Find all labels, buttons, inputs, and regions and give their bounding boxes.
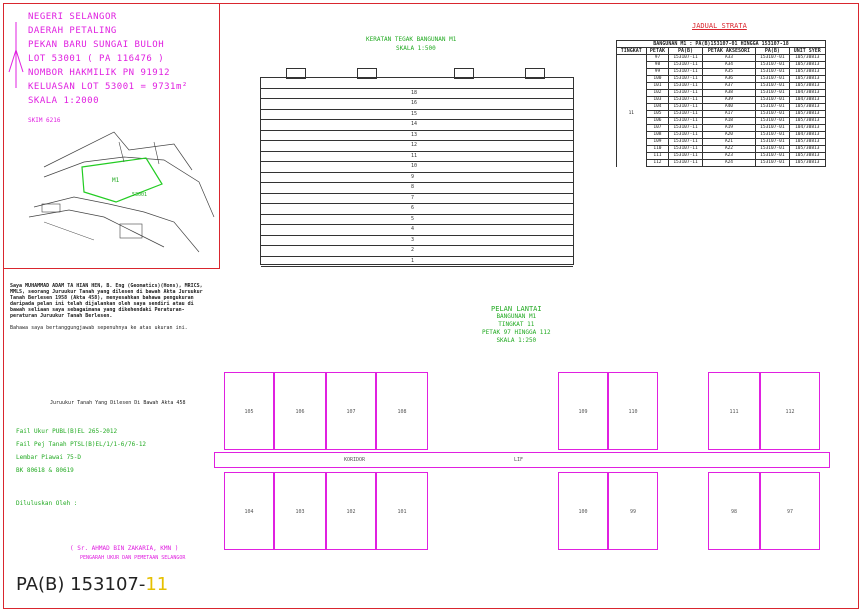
unit-101: 101	[376, 472, 428, 550]
strata-heading: JADUAL STRATA	[692, 22, 747, 30]
north-arrow-icon	[8, 22, 24, 88]
elevation-section: KERATAN TEGAK BANGUNAN M1 SKALA 1:500 18…	[230, 30, 590, 270]
skim-text: SKIM 6216	[28, 117, 61, 124]
floor-number: 13	[411, 131, 418, 138]
unit-104: 104	[224, 472, 274, 550]
floor-line	[261, 140, 573, 142]
floor-number: 18	[411, 90, 418, 96]
strata-table: BANGUNAN M1 : PA(B)153107-01 HINGGA 1531…	[616, 40, 827, 167]
floor-number: 10	[411, 163, 418, 170]
unit-108: 108	[376, 372, 428, 450]
lot-text: LOT 53001 ( PA 116476 )	[28, 54, 165, 64]
elevation-scale: SKALA 1:500	[396, 45, 436, 52]
floor-number: 16	[411, 100, 418, 107]
floor-number: 5	[411, 215, 415, 222]
certification-panel: Saya MUHAMMAD ADAM TA HIAN HEN, B. Eng (…	[10, 283, 205, 331]
unit-98: 98	[708, 472, 760, 550]
floor-line	[261, 192, 573, 194]
reference-list: Fail Ukur PUBL(B)EL 265-2012 Fail Pej Ta…	[16, 428, 147, 474]
town-text: PEKAN BARU SUNGAI BULOH	[28, 40, 165, 50]
floor-line	[261, 161, 573, 163]
location-panel: NEGERI SELANGOR DAERAH PETALING PEKAN BA…	[3, 3, 220, 269]
state-text: NEGERI SELANGOR	[28, 12, 117, 22]
floor-number: 4	[411, 226, 415, 233]
unit-111: 111	[708, 372, 760, 450]
unit-103: 103	[274, 472, 326, 550]
certification-confirm: Bahawa saya bertanggungjawab sepenuhnya …	[10, 325, 188, 331]
corridor-label: KORIDOR	[344, 457, 366, 463]
floor-line	[261, 129, 573, 131]
floor-line	[261, 182, 573, 184]
floor-number: 11	[411, 152, 418, 159]
signature-line: Juruukur Tanah Yang Dilesen Di Bawah Akt…	[50, 400, 186, 406]
officer-title: PENGARAH UKUR DAN PEMETAAN SELANGOR	[80, 555, 186, 561]
building-label: M1	[112, 177, 120, 184]
floor-line	[261, 108, 573, 110]
floor-number: 8	[411, 184, 415, 191]
officer-name: ( Sr. AHMAD BIN ZAKARIA, KMN )	[70, 545, 179, 552]
floor-line	[261, 203, 573, 205]
floor-number: 14	[411, 121, 418, 128]
unit-112: 112	[760, 372, 820, 450]
floor-line	[261, 98, 573, 100]
floor-number: 1	[411, 257, 415, 264]
unit-97: 97	[760, 472, 820, 550]
district-text: DAERAH PETALING	[28, 26, 117, 36]
unit-102: 102	[326, 472, 376, 550]
floor-number: 9	[411, 173, 415, 180]
floor-number: 7	[411, 194, 415, 201]
unit-100: 100	[558, 472, 608, 550]
floor-line	[261, 255, 573, 257]
unit-110: 110	[608, 372, 658, 450]
unit-105: 105	[224, 372, 274, 450]
unit-99: 99	[608, 472, 658, 550]
floor-line	[261, 234, 573, 236]
footer-code: PA(B) 153107-11	[16, 574, 169, 595]
area-text: KELUASAN LOT 53001 = 9731m²	[28, 82, 188, 92]
floor-number: 3	[411, 236, 415, 243]
floor-plan-title: PELAN LANTAI BANGUNAN M1 TINGKAT 11 PETA…	[482, 305, 551, 344]
floor-line	[261, 171, 573, 173]
unit-106: 106	[274, 372, 326, 450]
approved-label: Diluluskan Oleh :	[16, 500, 78, 507]
floor-number: 12	[411, 142, 418, 149]
lift-label: LIF	[514, 457, 524, 463]
title-text: NOMBOR HAKMILIK PN 91912	[28, 68, 171, 78]
floor-line	[261, 150, 573, 152]
floor-line	[261, 266, 573, 267]
floor-line	[261, 245, 573, 247]
floor-number: 2	[411, 247, 415, 254]
strata-building-row: BANGUNAN M1 : PA(B)153107-01 HINGGA 1531…	[616, 40, 826, 48]
floor-number: 15	[411, 110, 418, 117]
elevation-title: KERATAN TEGAK BANGUNAN M1	[366, 36, 457, 43]
floor-line	[261, 224, 573, 226]
site-plan	[28, 131, 215, 253]
floor-line	[261, 119, 573, 121]
floor-number: 6	[411, 205, 415, 212]
lot-label: 53001	[132, 192, 148, 198]
unit-107: 107	[326, 372, 376, 450]
unit-109: 109	[558, 372, 608, 450]
floor-line	[261, 213, 573, 215]
scale-text: SKALA 1:2000	[28, 96, 100, 106]
sheet-border	[3, 3, 859, 609]
certification-text: Saya MUHAMMAD ADAM TA HIAN HEN, B. Eng (…	[10, 283, 203, 319]
